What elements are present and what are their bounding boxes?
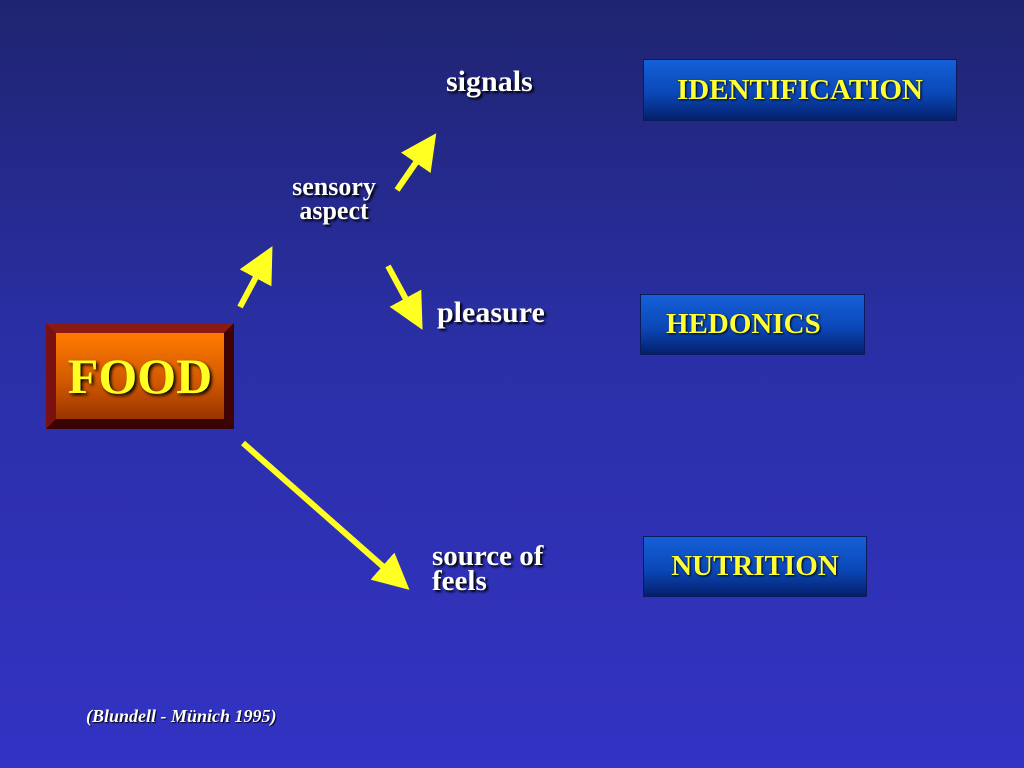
identification-box: IDENTIFICATION [643,59,957,121]
signals-label: signals [446,65,533,98]
sensory-line2: aspect [299,196,369,225]
arrow-food-to-source [241,440,410,590]
hedonics-box: HEDONICS [640,294,865,355]
nutrition-box: NUTRITION [643,536,867,597]
arrow-sensory-to-pleasure [385,264,423,330]
arrow-sensory-to-signals [394,133,437,192]
arrow-food-to-sensory [237,246,273,309]
food-box: FOOD [46,323,234,429]
source-line1: source of [432,540,544,572]
pleasure-label: pleasure [437,296,545,329]
source-label: source of feels [432,542,543,596]
sensory-label: sensory aspect [280,174,388,224]
food-label: FOOD [56,333,224,419]
sensory-line1: sensory [292,172,376,201]
citation: (Blundell - Münich 1995) [86,706,277,726]
source-line2: feels [432,565,487,597]
